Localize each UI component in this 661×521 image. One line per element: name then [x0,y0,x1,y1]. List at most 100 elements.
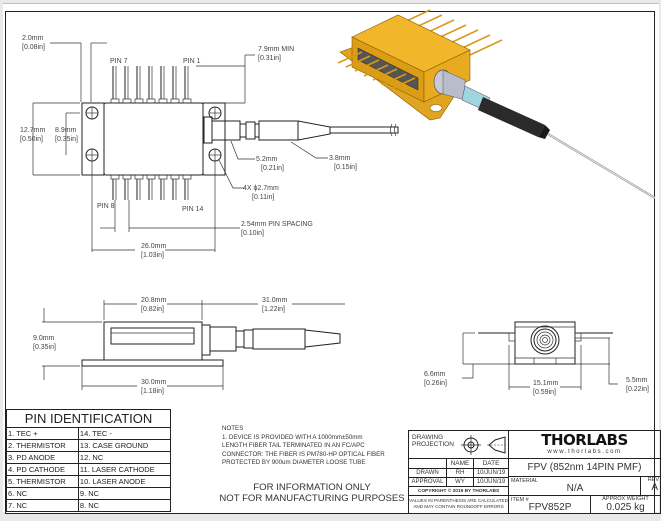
projection-cell: DRAWING PROJECTION [409,431,509,459]
pin-cell: 8. NC [77,499,172,512]
dim-base-in: [1.18in] [141,388,164,395]
approval-name: WY [447,478,474,487]
pin-cell: 14. TEC - [77,427,172,440]
side-housing [209,326,237,352]
drawn-date: 10/JUN/19 [474,469,509,478]
pin-shoulder [146,174,156,180]
material-cell: MATERIAL N/A [509,477,641,496]
pin-table-row: 1. TEC +14. TEC - [6,427,172,440]
dim-flange-mm: 2.0mm [22,35,44,42]
left-flange [81,102,105,176]
pin-shoulder [158,174,168,180]
label-pin14: PIN 14 [182,206,204,213]
dim-tail-mm: 31.0mm [262,297,287,304]
label-pin8: PIN 8 [97,203,115,210]
dim-boot-dia-in: [0.21in] [261,165,284,172]
item-cell: ITEM # FPV852P [509,496,591,514]
connector-housing [211,120,241,141]
note-line: 1. DEVICE IS PROVIDED WITH A 1000mm±50mm [222,433,363,441]
side-base-plate [81,359,224,367]
website: www.thorlabs.com [547,449,622,455]
connector-collar [203,116,213,144]
drawn-label: DRAWN [409,469,447,478]
weight-value: 0.025 kg [606,502,645,513]
dim-axis-mm: 6.6mm [424,371,446,378]
pin-shoulder [158,98,168,104]
weight-label: APPROX WEIGHT [602,496,649,502]
side-boot-taper [304,329,341,348]
break-mark-icon [390,123,397,137]
pin-shoulder [122,98,132,104]
dim-height-mm: 9.0mm [33,335,55,342]
bottom-pins [110,174,192,200]
pin-shoulder [110,174,120,180]
dim-end-lead-mm: 5.5mm [626,377,648,384]
pin-shoulder [182,98,192,104]
fiber-tube [329,126,399,134]
item-value: FPV852P [528,502,572,513]
dim-lead-mm: 7.9mm MIN [258,46,294,53]
dim-body-mm: 20.8mm [141,297,166,304]
dim-hole-span-in: [0.35in] [55,136,78,143]
top-view: 2.0mm [0.08in] PIN 7 PIN 1 PIN 8 PIN 14 … [20,35,399,259]
col-date-header: DATE [474,459,509,469]
notes: NOTES 1. DEVICE IS PROVIDED WITH A 1000m… [222,425,412,468]
title-block: DRAWING PROJECTION NAME DATE DRAWN RH 10… [408,430,661,514]
dim-base-mm: 30.0mm [141,379,166,386]
dim-holes-in: [0.11in] [252,194,274,201]
connector-ring [245,121,256,140]
fiber-port-icon [530,325,560,355]
right-flange [202,102,226,176]
pin-cell: 4. PD CATHODE [6,463,79,476]
note-line: CONNECTOR: THE FIBER IS PM780-HP OPTICAL… [222,450,385,458]
pin-cell: 6. NC [6,487,79,500]
dim-hole-span-mm: 8.9mm [55,127,77,134]
pin-shoulder [170,174,180,180]
weight-cell: APPROX WEIGHT 0.025 kg [591,496,661,514]
pin-cell: 2. THERMISTOR [6,439,79,452]
pin-cell: 9. NC [77,487,172,500]
projection-label: DRAWING PROJECTION [412,434,454,448]
dim-length-in: [1.03in] [141,252,164,259]
pin-cell: 3. PD ANODE [6,451,79,464]
end-view: 6.6mm [0.26in] 15.1mm [0.59in] 5.5mm [0.… [424,321,649,396]
dim-boot-dia-mm: 5.2mm [256,156,278,163]
side-lid [110,327,195,345]
pin-table-title: PIN IDENTIFICATION [6,409,171,428]
rev-label: REV [647,477,659,483]
side-boot [252,328,306,350]
dim-lead-in: [0.31in] [258,55,281,62]
pin-cell: 10. LASER ANODE [77,475,172,488]
disclaimer: FOR INFORMATION ONLY NOT FOR MANUFACTURI… [212,482,412,504]
top-pins [110,66,192,104]
dim-axis-in: [0.26in] [424,380,447,387]
disclaimer-line-1: FOR INFORMATION ONLY [253,482,371,493]
notes-heading: NOTES [222,425,244,432]
pin-shoulder [170,98,180,104]
third-angle-projection-icon [461,435,506,455]
dim-tube-dia-mm: 3.8mm [329,155,351,162]
pin-shoulder [134,174,144,180]
material-value: N/A [566,483,584,494]
item-label: ITEM # [511,497,529,503]
pin-cell: 7. NC [6,499,79,512]
disclaimer-line-2: NOT FOR MANUFACTURING PURPOSES [219,493,405,504]
values-note-line-1: VALUES IN PARENTHESIS ARE CALCULATED [409,498,508,503]
values-note: VALUES IN PARENTHESIS ARE CALCULATED AND… [409,496,509,514]
note-line: PROTECTED BY 900um DIAMETER LOOSE TUBE [222,459,366,466]
pin-cell: 1. TEC + [6,427,79,440]
material-label: MATERIAL [511,478,539,484]
pin-cell: 5. THERMISTOR [6,475,79,488]
isometric-render [337,9,656,199]
thorlabs-logo: THORLABS [541,431,628,449]
side-ring [243,329,254,349]
side-collar [201,324,211,356]
package-body [103,102,204,176]
drawn-name: RH [447,469,474,478]
dim-tail-in: [1.22in] [262,306,285,313]
pin-cell: 13. CASE GROUND [77,439,172,452]
